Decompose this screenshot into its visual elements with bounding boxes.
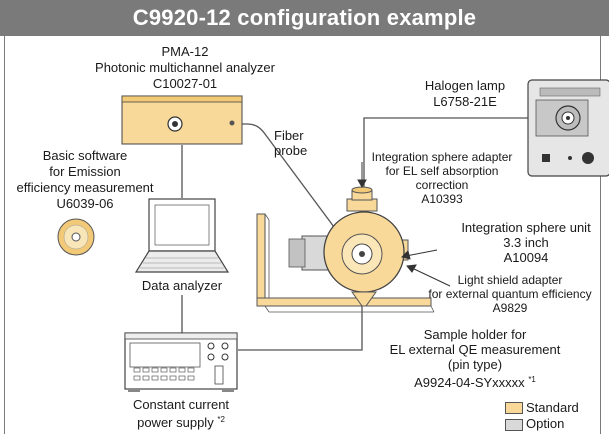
connection-lines bbox=[181, 117, 545, 351]
fiber-cable bbox=[182, 123, 361, 263]
sphere-adapter-line2-label: for EL self absorption bbox=[385, 164, 499, 178]
sphere-unit-line1-label: Integration sphere unit bbox=[461, 220, 591, 235]
halogen-lamp-device bbox=[527, 79, 609, 177]
callout-arrows bbox=[357, 162, 451, 287]
analyzer-part-label: C10027-01 bbox=[152, 76, 218, 91]
title-bar bbox=[0, 0, 609, 36]
power-supply-line1-label: Constant current bbox=[132, 397, 230, 412]
power-to-holder-cable bbox=[238, 298, 363, 351]
halogen-cable bbox=[363, 117, 545, 188]
power-led-icon bbox=[229, 120, 235, 126]
sphere-unit-line2-label: 3.3 inch bbox=[503, 235, 549, 250]
software-line1-label: Basic software bbox=[42, 148, 128, 163]
analyzer-model-label: PMA-12 bbox=[161, 44, 209, 59]
laptop-icon bbox=[134, 198, 230, 273]
analyzer-device bbox=[121, 95, 243, 145]
sample-holder-line2-label: EL external QE measurement bbox=[389, 342, 561, 357]
fiber-probe-line1-label: Fiber bbox=[274, 128, 304, 143]
software-line3-label: efficiency measurement bbox=[16, 180, 154, 195]
sample-holder-line3-label: (pin type) bbox=[447, 357, 503, 372]
diagram-frame bbox=[4, 36, 601, 434]
sample-holder-stand bbox=[256, 213, 435, 313]
integration-sphere bbox=[323, 186, 409, 307]
halogen-name-label: Halogen lamp bbox=[424, 78, 506, 93]
light-shield-line1-label: Light shield adapter bbox=[457, 273, 563, 287]
light-shield-part-label: A9829 bbox=[492, 301, 528, 315]
legend-option-swatch bbox=[505, 419, 523, 431]
fiber-probe-line2-label: probe bbox=[274, 143, 308, 158]
sample-holder-line1-label: Sample holder for bbox=[423, 327, 527, 342]
legend-option-label: Option bbox=[526, 416, 565, 431]
legend-standard-label: Standard bbox=[526, 400, 579, 415]
software-part-label: U6039-06 bbox=[56, 196, 114, 211]
sphere-adapter-line3-label: correction bbox=[415, 178, 469, 192]
software-disc-icon bbox=[57, 218, 95, 256]
legend-standard-swatch bbox=[505, 402, 523, 414]
halogen-part-label: L6758-21E bbox=[433, 94, 497, 109]
light-shield-line2-label: for external quantum efficiency bbox=[428, 287, 592, 301]
page-title: C9920-12 configuration example bbox=[132, 5, 477, 30]
sphere-unit-part-label: A10094 bbox=[503, 250, 549, 265]
data-analyzer-label: Data analyzer bbox=[141, 278, 223, 293]
sphere-adapter-line1-label: Integration sphere adapter bbox=[371, 150, 513, 164]
sphere-adapter-part-label: A10393 bbox=[421, 192, 463, 206]
power-supply-device bbox=[124, 332, 238, 392]
power-supply-line2-label: power supply *2 bbox=[137, 415, 225, 430]
analyzer-name-label: Photonic multichannel analyzer bbox=[95, 60, 275, 75]
sample-holder-part-label: A9924-04-SYxxxxx *1 bbox=[414, 375, 536, 390]
software-line2-label: for Emission bbox=[49, 164, 121, 179]
